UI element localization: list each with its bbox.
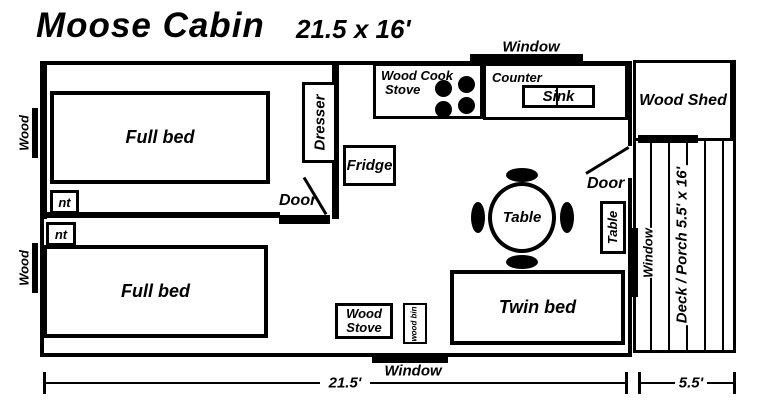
- dresser-label: Dresser: [311, 94, 329, 151]
- page-title: Moose Cabin: [36, 6, 265, 45]
- wood-rack-lower-label: Wood: [16, 250, 32, 286]
- chair-icon: [471, 202, 485, 233]
- bedroom-door-threshold: [279, 215, 330, 224]
- wood-cook-stove: Wood Cook Stove: [373, 63, 483, 119]
- side-table-label: Table: [605, 210, 621, 245]
- full-bed-1: Full bed: [50, 91, 270, 184]
- exit-door-gap: [627, 146, 632, 178]
- wood-bin-label: wood bin: [410, 305, 420, 342]
- burner-icon: [458, 76, 475, 93]
- wood-bin: wood bin: [403, 303, 427, 344]
- cook-stove-label-line1: Wood Cook: [381, 68, 453, 83]
- window-bottom-bar: [372, 353, 448, 363]
- counter-label: Counter: [492, 70, 542, 85]
- dim-deck-line-right: [707, 382, 734, 384]
- dim-cabin-line-left: [44, 382, 320, 384]
- full-bed-1-label: Full bed: [125, 127, 195, 147]
- window-top-label: Window: [502, 38, 560, 56]
- nightstand-1-label: nt: [58, 194, 71, 210]
- fridge: Fridge: [343, 145, 396, 186]
- window-bottom-label: Window: [384, 362, 442, 380]
- bedroom-wall-bottom: [44, 212, 280, 218]
- page-title-size: 21.5 x 16': [296, 14, 411, 44]
- deck-plank-line: [704, 141, 706, 350]
- wood-stove-label-line1: Wood: [346, 306, 382, 322]
- dim-cabin-label: 21.5': [328, 374, 362, 392]
- sink: Sink: [522, 85, 595, 108]
- wood-stove: Wood Stove: [335, 303, 393, 339]
- wood-rack-upper-bar: [32, 108, 38, 158]
- twin-bed-label: Twin bed: [498, 297, 577, 317]
- deck-plank-line: [668, 141, 670, 350]
- dim-tick: [733, 372, 736, 394]
- chair-icon: [506, 255, 538, 269]
- bedroom-wall-top: [44, 62, 340, 65]
- window-right-label: Window: [640, 228, 656, 278]
- dim-deck-label: 5.5': [678, 374, 704, 392]
- burner-icon: [458, 97, 475, 114]
- bedroom-door-label: Door: [279, 192, 317, 209]
- nightstand-2: nt: [46, 222, 76, 246]
- exit-door-label: Door: [587, 175, 625, 192]
- wood-rack-upper-label: Wood: [16, 115, 32, 151]
- nightstand-1: nt: [50, 190, 79, 214]
- fridge-label: Fridge: [346, 157, 393, 174]
- dim-tick: [638, 372, 641, 394]
- bedroom-wall-left: [44, 62, 47, 219]
- chair-icon: [560, 202, 574, 233]
- shed-step-bar: [638, 135, 698, 143]
- burner-icon: [435, 80, 452, 97]
- nightstand-2-label: nt: [54, 226, 68, 242]
- dim-cabin-line-right: [370, 382, 626, 384]
- wood-rack-lower-bar: [32, 243, 38, 293]
- full-bed-2-label: Full bed: [121, 281, 190, 301]
- window-right-bar: [630, 228, 638, 297]
- wood-shed-label: Wood Shed: [639, 91, 727, 109]
- dining-table: Table: [488, 182, 556, 253]
- wood-stove-label-line2: Stove: [346, 320, 382, 335]
- side-table: Table: [600, 201, 626, 254]
- dim-deck-line-left: [641, 382, 675, 384]
- dim-tick: [625, 372, 628, 394]
- dresser: Dresser: [302, 82, 337, 163]
- full-bed-2: Full bed: [43, 245, 268, 338]
- wood-shed: Wood Shed: [633, 60, 733, 141]
- sink-label: Sink: [542, 88, 575, 105]
- deck-plank-line: [722, 141, 724, 350]
- window-top-bar: [470, 54, 583, 63]
- twin-bed: Twin bed: [450, 270, 625, 345]
- chair-icon: [506, 168, 538, 182]
- cook-stove-label-line2: Stove: [385, 81, 421, 97]
- burner-icon: [435, 101, 452, 118]
- deck-porch-label: Deck / Porch 5.5' x 16': [673, 164, 691, 326]
- dining-table-label: Table: [502, 209, 542, 226]
- sink-divider-line: [556, 87, 558, 106]
